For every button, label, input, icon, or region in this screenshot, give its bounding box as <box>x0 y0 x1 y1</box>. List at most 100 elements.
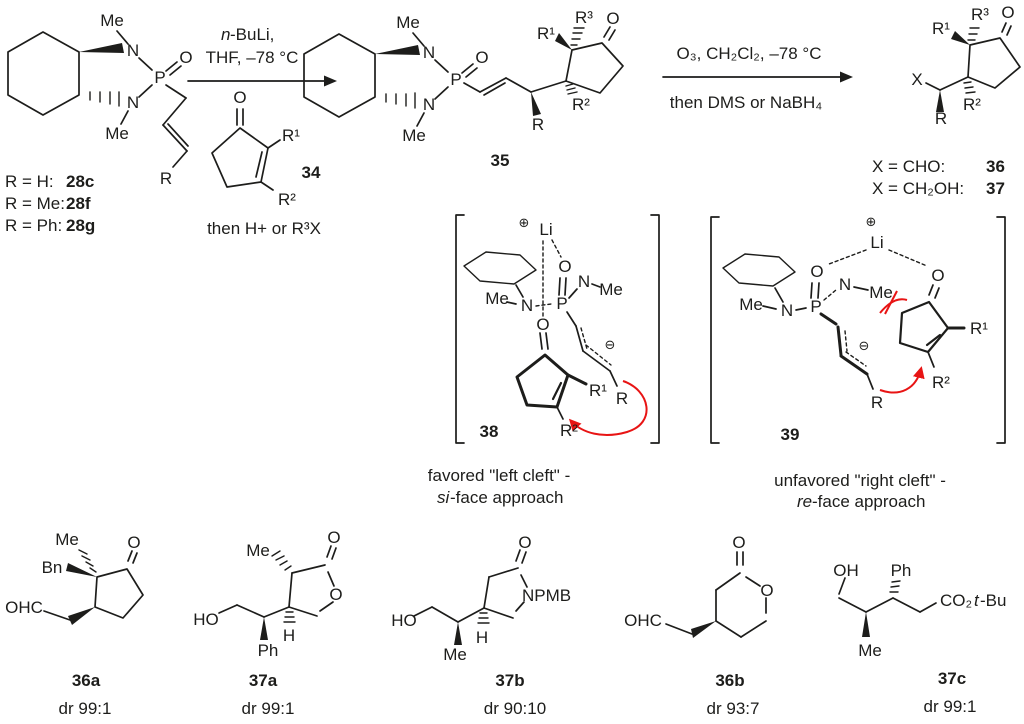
legend-28: R = H: 28c R = Me: 28f R = Ph: 28g <box>5 172 95 235</box>
atom-p: P <box>154 68 165 87</box>
bracket-right <box>996 216 1006 444</box>
reagent-then-dms: then DMS or NaBH₄ <box>670 93 822 112</box>
compound-id-37c: 37c <box>938 669 966 688</box>
atom-n: N <box>781 301 793 320</box>
arrowhead <box>840 71 853 83</box>
atom-p: P <box>450 70 461 89</box>
variant-label-37: X = CH₂OH: <box>872 179 964 198</box>
atom-me: Me <box>599 280 623 299</box>
hash-bond <box>271 550 292 571</box>
structure-37c: OH Ph Me CO₂ t -Bu 37c dr 99:1 <box>833 561 1006 716</box>
atom-n: N <box>423 43 435 62</box>
legend-row-label: R = H: <box>5 172 54 191</box>
caption-re-rest: -face approach <box>812 492 925 511</box>
atom-o: O <box>475 48 488 67</box>
atom-me: Me <box>402 126 426 145</box>
legend-row-label: R = Ph: <box>5 216 62 235</box>
legend-row-label: R = Me: <box>5 194 65 213</box>
hash-bond <box>385 92 416 109</box>
atom-li: Li <box>870 233 883 252</box>
atom-r1: R¹ <box>932 19 950 38</box>
reagent-then: then H+ or R³X <box>207 219 321 238</box>
atom-r2: R² <box>278 190 296 209</box>
atom-me: Me <box>739 295 763 314</box>
caption-favored: favored "left cleft" - <box>428 466 570 485</box>
attack-arrow <box>879 366 925 394</box>
atom-r1: R¹ <box>970 319 988 338</box>
atom-r: R <box>935 109 947 128</box>
atom-r1: R¹ <box>537 24 555 43</box>
atom-ohc: OHC <box>5 598 43 617</box>
atom-o: O <box>536 315 549 334</box>
structure-36a: Me O Bn OHC 36a dr 99:1 <box>5 530 144 718</box>
atom-h: H <box>283 626 295 645</box>
atom-r2: R² <box>572 95 590 114</box>
atom-o: O <box>810 262 823 281</box>
atom-o: O <box>760 581 773 600</box>
reagent-nbuli-italic: n <box>221 25 230 44</box>
atom-n: N <box>127 93 139 112</box>
hash-bond <box>565 83 578 95</box>
atom-x: X <box>911 70 922 89</box>
atom-me: Me <box>485 289 509 308</box>
atom-r2: R² <box>560 421 578 440</box>
plus-charge-icon: ⊕ <box>519 215 530 230</box>
compound-id-39: 39 <box>781 425 800 444</box>
atom-r3: R³ <box>575 8 593 27</box>
atom-n: N <box>423 95 435 114</box>
dr-value: dr 99:1 <box>59 699 112 718</box>
atom-o: O <box>327 528 340 547</box>
cyclohexane-chair <box>722 253 796 287</box>
dr-value: dr 99:1 <box>242 699 295 718</box>
blocked-slash-icon <box>884 290 898 315</box>
atom-o: O <box>329 585 342 604</box>
caption-si-italic: si <box>437 488 451 507</box>
caption-unfavored: unfavored "right cleft" - <box>774 471 946 490</box>
atom-me: Me <box>105 124 129 143</box>
atom-o: O <box>233 88 246 107</box>
atom-r: R <box>871 393 883 412</box>
compound-id-28c: 28c <box>66 172 94 191</box>
hash-bond <box>570 27 585 46</box>
atom-r1: R¹ <box>589 381 607 400</box>
atom-me: Me <box>869 283 893 302</box>
atom-n: N <box>521 296 533 315</box>
compound-id-37b: 37b <box>495 671 524 690</box>
caption-re-italic: re <box>797 492 812 511</box>
ester-label: CO₂ <box>940 591 972 610</box>
hash-bond <box>889 580 901 593</box>
hash-bond <box>283 611 296 623</box>
bracket-left <box>455 214 465 444</box>
reagent-ozone: O₃, CH₂Cl₂, –78 °C <box>676 44 821 63</box>
minus-charge-icon: ⊖ <box>605 337 616 352</box>
reaction-arrow-2: O₃, CH₂Cl₂, –78 °C then DMS or NaBH₄ <box>662 44 853 112</box>
atom-ohc: OHC <box>624 611 662 630</box>
structure-36b: O O OHC 36b dr 93:7 <box>624 533 774 718</box>
atom-me: Me <box>443 645 467 664</box>
ester-label-tbu: -Bu <box>980 591 1006 610</box>
atom-n: N <box>839 275 851 294</box>
atom-bn: Bn <box>42 558 63 577</box>
atom-o: O <box>606 9 619 28</box>
compound-id-38: 38 <box>480 422 499 441</box>
atom-o: O <box>732 533 745 552</box>
compound-id-36a: 36a <box>72 671 101 690</box>
compound-id-37: 37 <box>986 179 1005 198</box>
atom-r3: R³ <box>971 5 989 24</box>
atom-o: O <box>518 533 531 552</box>
compound-id-36: 36 <box>986 157 1005 176</box>
hash-bond <box>967 27 980 41</box>
compound-id-28g: 28g <box>66 216 95 235</box>
dr-value: dr 90:10 <box>484 699 546 718</box>
attack-arrow <box>568 380 648 436</box>
compound-id-34: 34 <box>302 163 321 182</box>
atom-ph: Ph <box>891 561 912 580</box>
blocked-path-icon <box>879 298 908 314</box>
compound-id-37a: 37a <box>249 671 278 690</box>
atom-r2: R² <box>932 373 950 392</box>
bracket-left <box>710 216 720 444</box>
atom-me: Me <box>246 541 270 560</box>
atom-me: Me <box>396 13 420 32</box>
